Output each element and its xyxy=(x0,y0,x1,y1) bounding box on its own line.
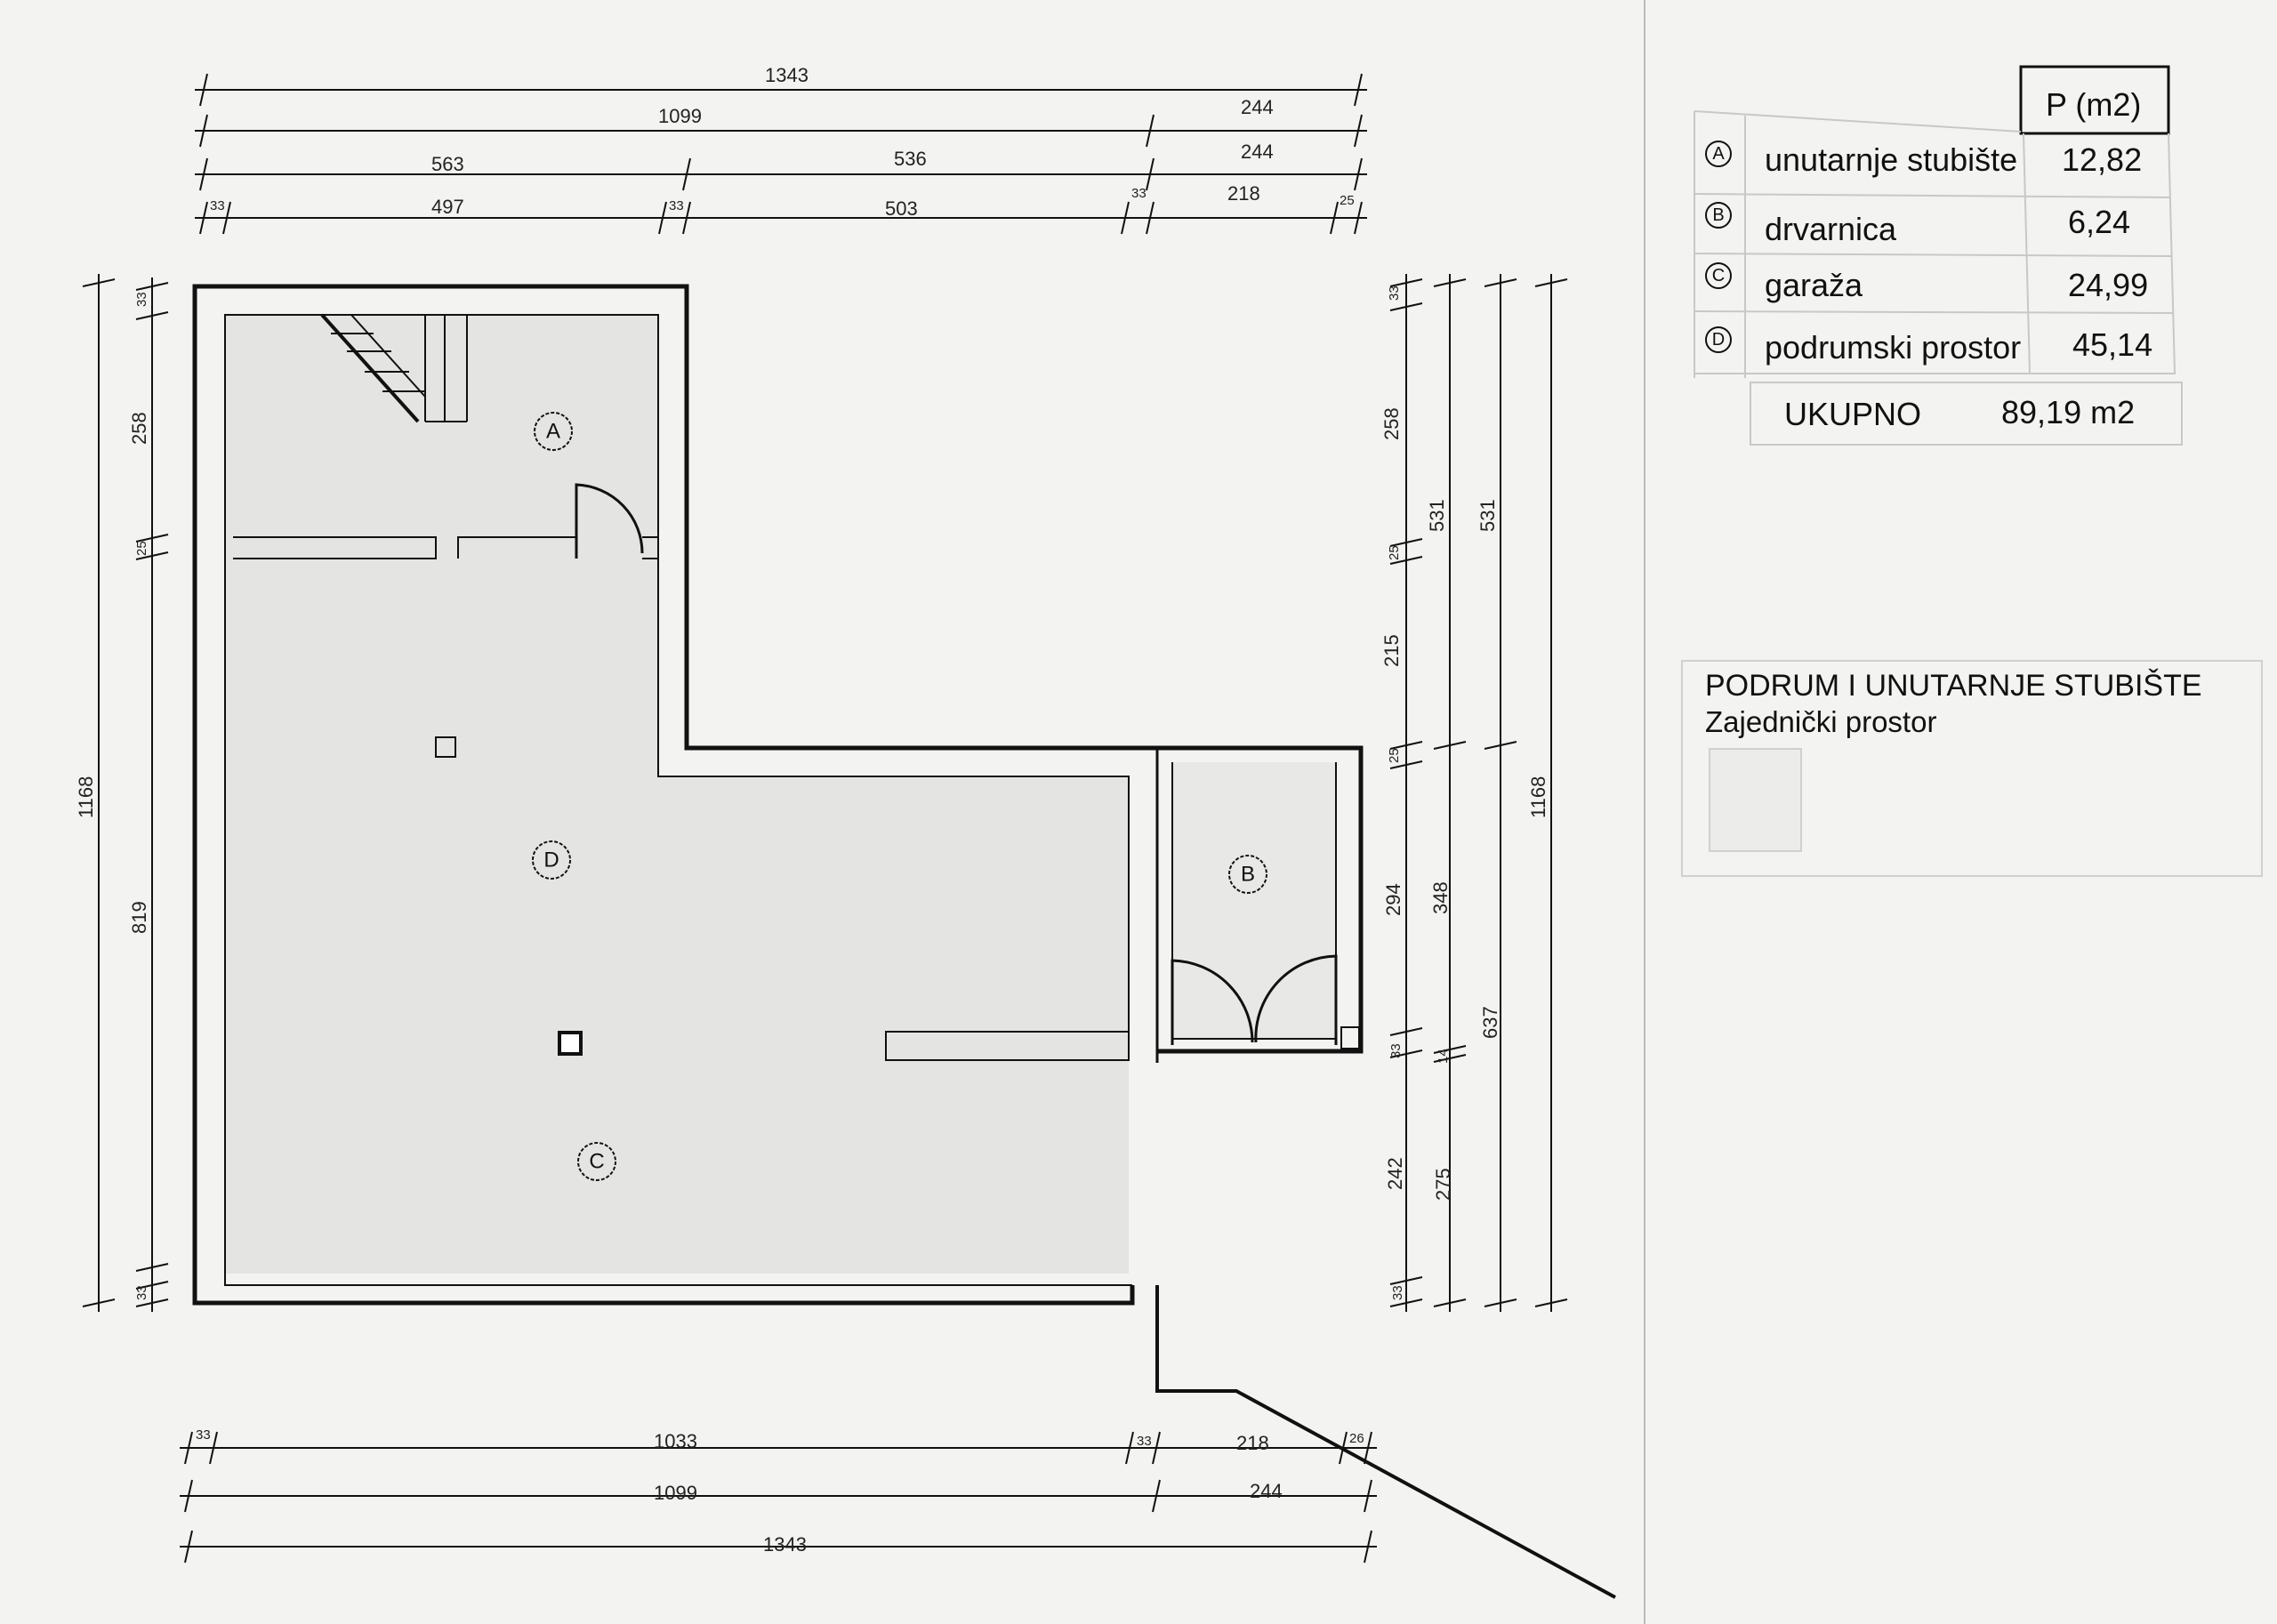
room-mark: C xyxy=(589,1150,604,1174)
dim-label: 294 xyxy=(1382,883,1404,916)
dim-label: 14 xyxy=(1436,1049,1451,1064)
row-area: 24,99 xyxy=(2068,267,2148,303)
room-mark: A xyxy=(546,420,560,444)
dim-label: 563 xyxy=(431,153,464,175)
corner-post xyxy=(1340,1026,1360,1049)
dim-label: 218 xyxy=(1227,182,1260,205)
legend-swatch xyxy=(1709,748,1802,852)
dim-label: 25 xyxy=(1387,545,1402,560)
dim-label: 33 xyxy=(134,1285,149,1300)
bottom-dimensions: 33 1033 33 218 26 1099 244 1343 xyxy=(196,1427,1364,1556)
dim-label: 244 xyxy=(1241,96,1274,118)
door-arc-a xyxy=(575,483,644,559)
dim-label: 1099 xyxy=(658,105,702,127)
dim-label: 33 xyxy=(196,1427,211,1443)
dim-label: 1343 xyxy=(765,64,809,86)
dim-label: 531 xyxy=(1476,499,1499,532)
dim-label: 258 xyxy=(128,412,150,445)
row-name: unutarnje stubište xyxy=(1765,141,2017,178)
area-table: P (m2) A unutarnje stubište 12,82 B drva… xyxy=(1694,65,2183,446)
room-label-a: A xyxy=(534,412,573,451)
dim-label: 1099 xyxy=(654,1482,697,1504)
column xyxy=(435,736,456,758)
dim-label: 497 xyxy=(431,196,464,218)
dim-label: 637 xyxy=(1479,1006,1501,1039)
row-mark: D xyxy=(1712,330,1725,350)
table-row: D podrumski prostor 45,14 xyxy=(1705,326,2152,366)
partition-wall xyxy=(233,536,437,559)
dim-label: 33 xyxy=(1388,1043,1404,1058)
dim-label: 536 xyxy=(894,148,927,170)
table-row: B drvarnica 6,24 xyxy=(1705,202,2130,247)
dim-label: 25 xyxy=(134,541,149,556)
dim-label: 531 xyxy=(1426,499,1448,532)
room-mark: D xyxy=(543,848,559,872)
dim-label: 1033 xyxy=(654,1430,697,1452)
row-name: podrumski prostor xyxy=(1765,329,2021,366)
storage-inner-wall xyxy=(1171,762,1337,1040)
total-value: 89,19 m2 xyxy=(2001,394,2135,430)
dim-label: 33 xyxy=(1137,1434,1152,1449)
dim-label: 1168 xyxy=(1527,776,1549,818)
row-mark: B xyxy=(1712,205,1724,225)
dim-label: 25 xyxy=(1387,748,1402,763)
door-arc-b-left xyxy=(1171,959,1254,1045)
dim-label: 503 xyxy=(885,197,918,220)
dim-label: 348 xyxy=(1429,881,1452,914)
floor-fill xyxy=(225,315,1336,1274)
total-label: UKUPNO xyxy=(1784,396,1921,432)
column xyxy=(558,1031,583,1056)
row-name: drvarnica xyxy=(1765,211,1897,247)
staircase xyxy=(320,313,468,423)
row-area: 6,24 xyxy=(2068,204,2130,240)
wall-stub xyxy=(885,1031,1130,1061)
table-row: C garaža 24,99 xyxy=(1705,262,2148,303)
table-header-area: P (m2) xyxy=(2046,86,2141,123)
dim-label: 258 xyxy=(1380,407,1403,440)
table-row: A unutarnje stubište 12,82 xyxy=(1705,141,2142,178)
row-area: 12,82 xyxy=(2062,141,2142,178)
dim-label: 33 xyxy=(210,198,225,213)
dim-label: 33 xyxy=(1390,1285,1405,1300)
doors xyxy=(575,483,1338,1045)
dimension-lines xyxy=(82,73,1568,1564)
room-label-b: B xyxy=(1228,855,1267,894)
room-label-d: D xyxy=(532,840,571,880)
dim-label: 1168 xyxy=(75,776,97,818)
row-mark: C xyxy=(1712,266,1725,285)
dim-label: 218 xyxy=(1236,1432,1269,1454)
dim-label: 244 xyxy=(1250,1480,1283,1502)
row-mark: A xyxy=(1712,144,1725,164)
door-arc-b-right xyxy=(1254,954,1338,1045)
dim-label: 33 xyxy=(1131,186,1147,201)
row-area: 45,14 xyxy=(2072,326,2152,363)
dim-label: 215 xyxy=(1380,634,1403,667)
legend: PODRUM I UNUTARNJE STUBIŠTE Zajednički p… xyxy=(1681,660,2263,877)
dim-label: 275 xyxy=(1432,1168,1454,1201)
outer-wall xyxy=(192,284,1364,1306)
right-dimensions: 33 258 25 215 25 294 33 242 33 531 348 1… xyxy=(1380,285,1549,1300)
inner-wall xyxy=(224,314,1132,1286)
dim-label: 26 xyxy=(1349,1431,1364,1446)
legend-title: PODRUM I UNUTARNJE STUBIŠTE xyxy=(1705,669,2202,703)
dim-label: 819 xyxy=(128,901,150,934)
dim-label: 242 xyxy=(1384,1157,1406,1190)
room-mark: B xyxy=(1241,863,1255,887)
dim-label: 33 xyxy=(1387,285,1402,301)
legend-subtitle: Zajednički prostor xyxy=(1705,705,1936,738)
top-dimensions: 1343 1099 244 563 536 244 33 497 33 503 … xyxy=(210,64,1355,220)
ramp-wall xyxy=(1155,1285,1616,1599)
dim-label: 25 xyxy=(1340,193,1355,208)
dim-label: 244 xyxy=(1241,141,1274,163)
dim-label: 33 xyxy=(134,292,149,307)
walls xyxy=(192,284,1616,1599)
partition-wall-3 xyxy=(642,536,659,559)
dim-label: 1343 xyxy=(763,1533,807,1556)
room-label-c: C xyxy=(577,1142,616,1181)
left-dimensions: 1168 33 258 25 819 33 xyxy=(75,292,150,1300)
row-name: garaža xyxy=(1765,267,1863,303)
dim-label: 33 xyxy=(669,198,684,213)
